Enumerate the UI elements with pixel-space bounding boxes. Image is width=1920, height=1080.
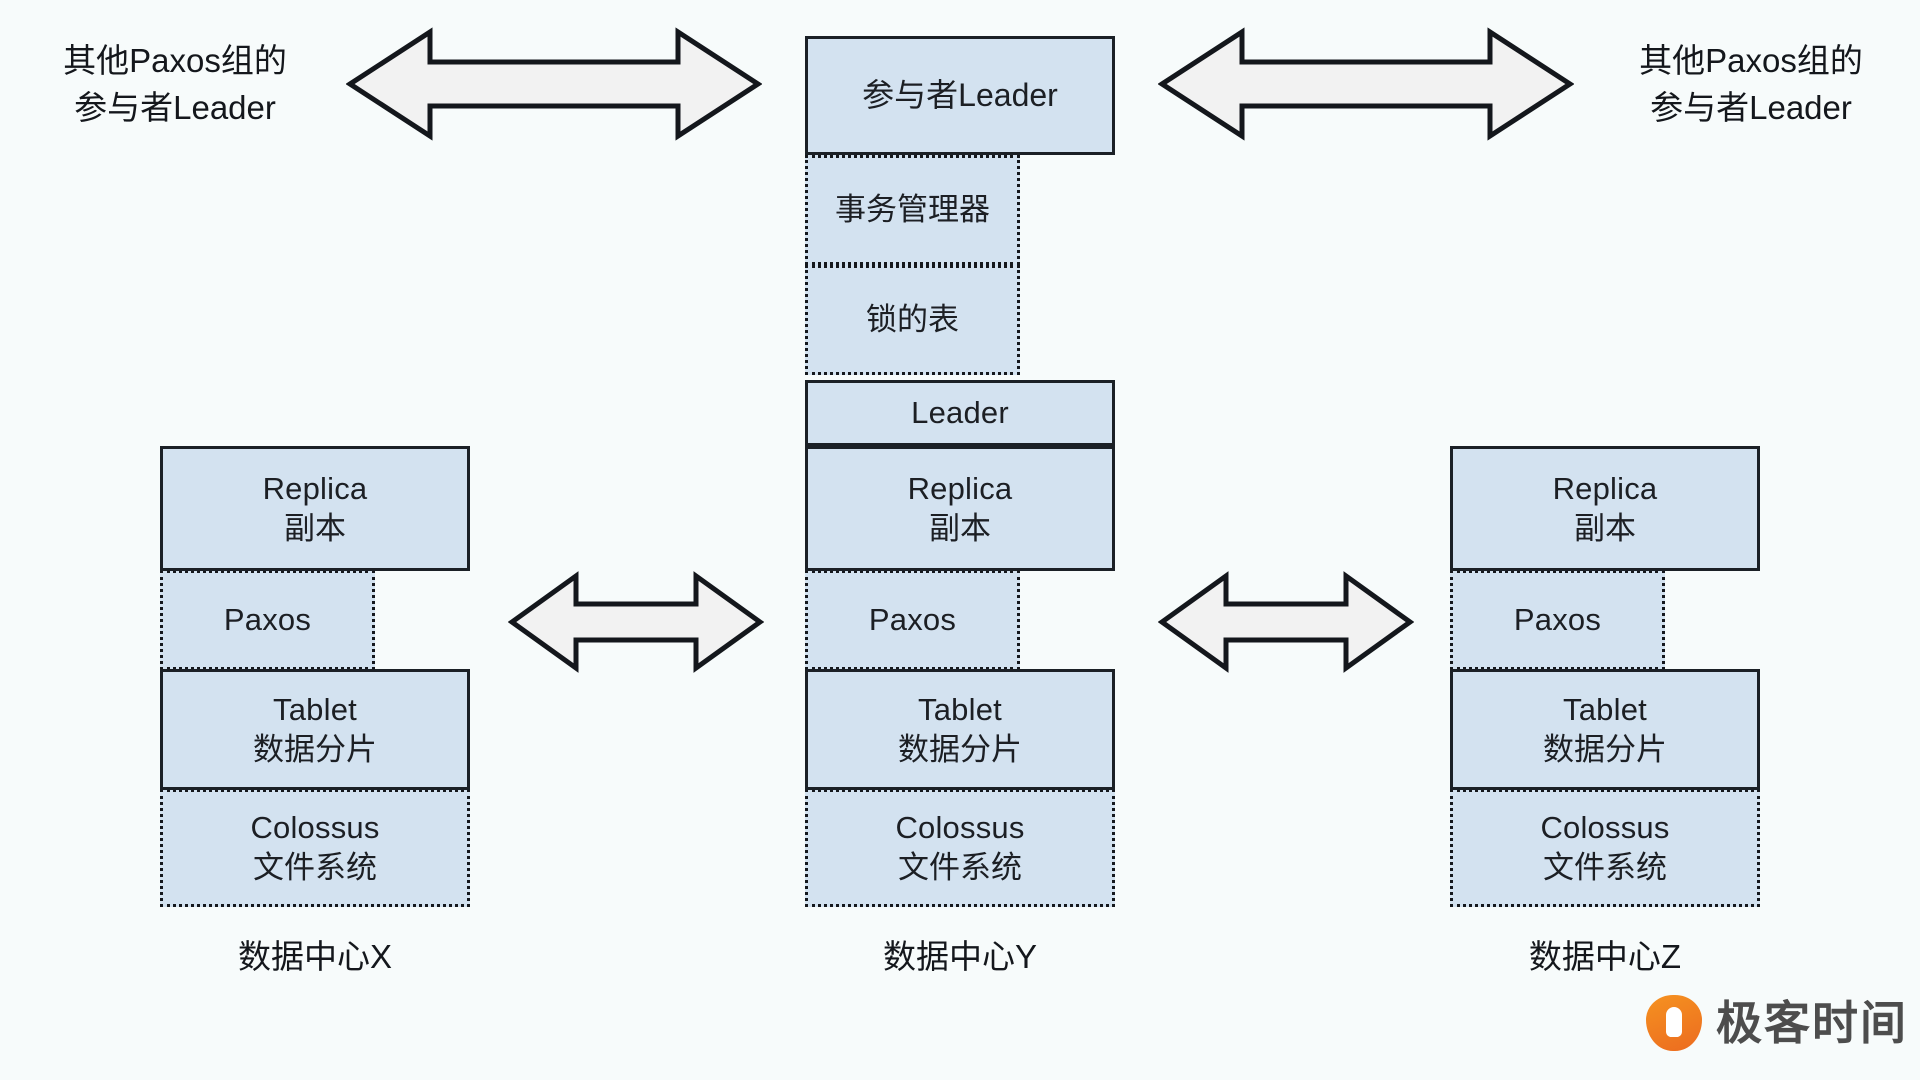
dc-x-colossus-line2: 文件系统 — [253, 850, 377, 885]
dc-x-caption: 数据中心X — [237, 938, 392, 975]
dc-x-replica-line1: Replica — [262, 470, 368, 506]
dc-y-tablet-line2: 数据分片 — [898, 731, 1022, 767]
dc-y-layer-paxos: Paxos — [805, 570, 1020, 670]
dc-y-transaction-manager-line1: 事务管理器 — [835, 192, 990, 228]
dc-y-layer-transaction-manager: 事务管理器 — [805, 155, 1020, 265]
dc-y-layer-lock-table: 锁的表 — [805, 265, 1020, 375]
dc-z-caption: 数据中心Z — [1528, 938, 1682, 975]
dc-x-layer-tablet: Tablet 数据分片 — [160, 669, 470, 790]
dc-y-colossus-line2: 文件系统 — [898, 850, 1022, 885]
dc-y-layer-colossus: Colossus 文件系统 — [805, 789, 1115, 907]
dc-y-caption: 数据中心Y — [882, 938, 1037, 975]
dc-y-replica-line1: Replica — [907, 470, 1013, 506]
arrow-top-right — [1158, 26, 1574, 142]
dc-z-paxos-line1: Paxos — [1513, 602, 1602, 638]
dc-z-tablet-line1: Tablet — [1563, 691, 1647, 727]
dc-x-replica-line2: 副本 — [284, 510, 346, 546]
dc-x-layer-colossus: Colossus 文件系统 — [160, 789, 470, 907]
dc-z-replica-line1: Replica — [1552, 470, 1658, 506]
caption-right-peer-line2: 参与者Leader — [1650, 88, 1852, 126]
dc-y-paxos-line1: Paxos — [868, 602, 957, 638]
watermark-geektime: 极客时间 — [1646, 995, 1908, 1051]
dc-y-colossus-line1: Colossus — [895, 810, 1025, 846]
dc-x-paxos-line1: Paxos — [223, 602, 312, 638]
dc-y-lock-table-line1: 锁的表 — [866, 302, 959, 338]
caption-left-peer-line2: 参与者Leader — [74, 88, 276, 126]
dc-z-layer-colossus: Colossus 文件系统 — [1450, 789, 1760, 907]
dc-x-tablet-line1: Tablet — [273, 691, 357, 727]
dc-z-tablet-line2: 数据分片 — [1543, 731, 1667, 767]
dc-y-layer-participant-leader: 参与者Leader — [805, 36, 1115, 155]
dc-y-layer-tablet: Tablet 数据分片 — [805, 669, 1115, 790]
caption-right-peer-paxos-group: 其他Paxos组的 参与者Leader — [1616, 38, 1886, 132]
caption-right-peer-line1: 其他Paxos组的 — [1639, 42, 1863, 79]
caption-left-peer-paxos-group: 其他Paxos组的 参与者Leader — [40, 38, 310, 132]
dc-z-colossus-line2: 文件系统 — [1543, 850, 1667, 885]
arrow-mid-left — [508, 570, 764, 674]
dc-x-layer-paxos: Paxos — [160, 570, 375, 670]
dc-z-layer-replica: Replica 副本 — [1450, 446, 1760, 571]
dc-z-replica-line2: 副本 — [1574, 510, 1636, 546]
watermark-text: 极客时间 — [1716, 997, 1908, 1049]
dc-z-layer-tablet: Tablet 数据分片 — [1450, 669, 1760, 790]
dc-y-participant-leader-line1: 参与者Leader — [862, 77, 1058, 114]
dc-y-tablet-line1: Tablet — [918, 691, 1002, 727]
dc-y-leader-line1: Leader — [911, 395, 1009, 431]
arrow-mid-right — [1158, 570, 1414, 674]
dc-x-layer-replica: Replica 副本 — [160, 446, 470, 571]
dc-x-tablet-line2: 数据分片 — [253, 731, 377, 767]
caption-left-peer-line1: 其他Paxos组的 — [63, 42, 287, 79]
dc-x-colossus-line1: Colossus — [250, 810, 380, 846]
geektime-logo-icon — [1646, 995, 1702, 1051]
dc-y-layer-replica: Replica 副本 — [805, 446, 1115, 571]
dc-z-colossus-line1: Colossus — [1540, 810, 1670, 846]
dc-z-layer-paxos: Paxos — [1450, 570, 1665, 670]
arrow-top-left — [346, 26, 762, 142]
dc-y-layer-leader: Leader — [805, 380, 1115, 446]
dc-y-replica-line2: 副本 — [929, 510, 991, 546]
